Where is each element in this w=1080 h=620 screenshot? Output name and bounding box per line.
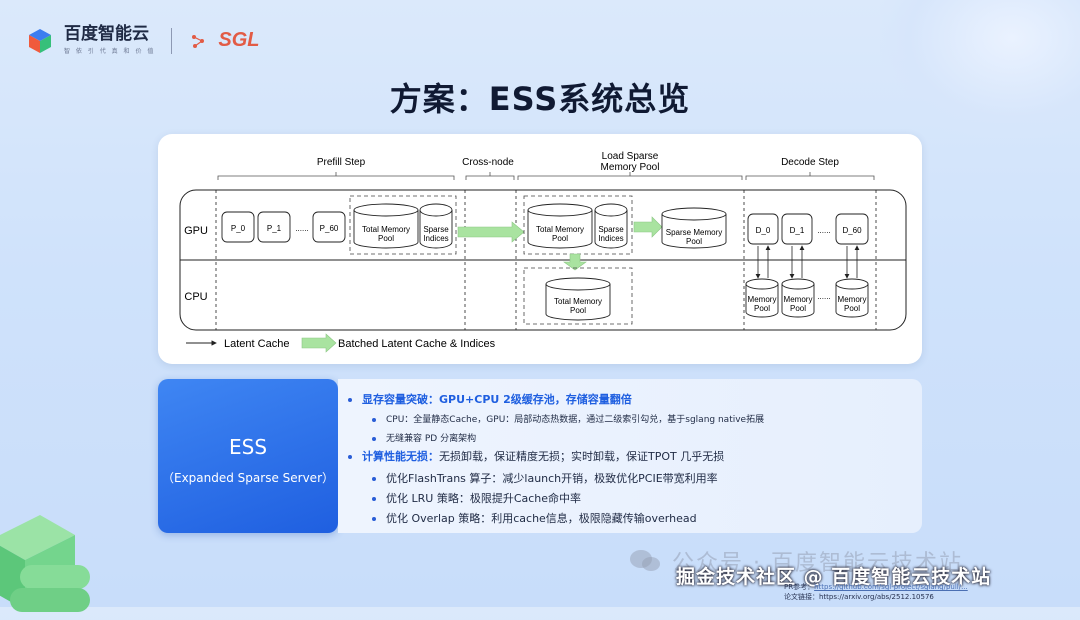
bullet-dot — [372, 497, 376, 501]
sub-bullet-overlap-text: 优化 Overlap 策略：利用cache信息，极限隐藏传输overhead — [386, 512, 697, 525]
cpu-memory-pool-1-label-1: Memory — [784, 295, 813, 304]
bullet-dot — [348, 455, 352, 459]
cross-node-arrow — [457, 221, 525, 243]
prefill-node-p1: P_1 — [267, 224, 282, 233]
prefill-node-p0: P_0 — [231, 224, 246, 233]
sgl-mark-icon — [192, 34, 205, 48]
bullet-dot — [372, 436, 376, 441]
bullet-dot — [372, 417, 376, 422]
bullet-memory-title: 显存容量突破： — [362, 393, 439, 406]
row-label-gpu: GPU — [184, 225, 208, 237]
paper-reference: 论文链接：https://arxiv.org/abs/2512.10576 — [784, 592, 934, 602]
sub-bullet-overlap: 优化 Overlap 策略：利用cache信息，极限隐藏传输overhead — [372, 510, 697, 526]
pr-reference-label: PR参考： — [784, 583, 815, 591]
prefill-node-p60: P_60 — [320, 224, 339, 233]
sub-bullet-pd: 无缝兼容 PD 分离架构 — [372, 431, 476, 444]
bullet-dot — [372, 477, 376, 481]
paper-reference-link[interactable]: https://arxiv.org/abs/2512.10576 — [819, 593, 934, 601]
decode-ellipsis: ...... — [817, 226, 830, 235]
stage-label-load-sparse: Load Sparse — [602, 151, 659, 162]
baidu-cloud-cube-icon — [29, 28, 51, 53]
sgl-logo-text: SGL — [218, 29, 260, 51]
cpu-memory-pool-0-label-2: Pool — [754, 304, 770, 313]
brand-logo: 百度智能云 智 依 引 代 真 和 价 值 SGL — [26, 26, 259, 55]
load-sparse-indices-cylinder: Sparse Indices — [594, 203, 628, 249]
prefill-sparse-label-2: Indices — [423, 234, 448, 243]
bullet-dot — [348, 398, 352, 402]
architecture-diagram: Prefill Step Cross-node Load Sparse Memo… — [179, 151, 907, 353]
juejin-watermark: 掘金技术社区 @ 百度智能云技术站 — [676, 566, 992, 588]
brand-text-block: 百度智能云 智 依 引 代 真 和 价 值 — [64, 24, 156, 56]
decorative-cloud — [880, 0, 1080, 140]
sub-bullet-pd-text: 无缝兼容 PD 分离架构 — [386, 434, 477, 444]
legend-latent-label: Latent Cache — [224, 338, 289, 350]
prefill-total-memory-label-1: Total Memory — [362, 225, 410, 234]
bullet-performance-text: 无损卸载，保证精度无损；实时卸载，保证TPOT 几乎无损 — [439, 450, 725, 463]
ess-card: ESS （Expanded Sparse Server） — [158, 379, 338, 533]
load-sparse-label-2: Indices — [598, 234, 623, 243]
sparse-memory-pool-cylinder: Sparse Memory Pool — [661, 207, 727, 249]
architecture-diagram-card: Prefill Step Cross-node Load Sparse Memo… — [158, 134, 922, 364]
stage-label-decode: Decode Step — [781, 157, 839, 168]
cpu-memory-pool-0: Memory Pool — [745, 278, 779, 318]
brand-name: 百度智能云 — [64, 24, 149, 44]
ess-full-name: （Expanded Sparse Server） — [161, 471, 334, 485]
brand-tagline: 智 依 引 代 真 和 价 值 — [64, 48, 156, 55]
bullet-performance-title: 计算性能无损： — [362, 450, 439, 463]
ess-name: ESS — [228, 435, 268, 459]
sparse-memory-pool-label-2: Pool — [686, 237, 702, 246]
wechat-icon — [630, 550, 660, 571]
prefill-ellipsis: ...... — [295, 224, 308, 233]
load-sparse-label-1: Sparse — [598, 225, 624, 234]
page-title: 方案：ESS系统总览 — [389, 80, 691, 118]
load-total-memory-label-2: Pool — [552, 234, 568, 243]
offload-down-arrow — [563, 253, 587, 271]
pr-reference-link[interactable]: https://github.com/sgl-project/sglang/pu… — [814, 583, 968, 591]
sub-bullet-lru: 优化 LRU 策略：极限提升Cache命中率 — [372, 490, 581, 506]
stage-label-cross-node: Cross-node — [462, 157, 514, 168]
decorative-green-blocks — [0, 515, 90, 612]
bullet-performance: 计算性能无损：无损卸载，保证精度无损；实时卸载，保证TPOT 几乎无损 — [348, 448, 724, 464]
features-card: 显存容量突破：GPU+CPU 2级缓存池，存储容量翻倍 CPU：全量静态Cach… — [338, 379, 922, 533]
bullet-memory-capacity: 显存容量突破：GPU+CPU 2级缓存池，存储容量翻倍 — [348, 391, 632, 407]
bullet-dot — [372, 517, 376, 521]
pr-reference: PR参考：https://github.com/sgl-project/sgla… — [784, 582, 968, 592]
cpu-memory-pool-60: Memory Pool — [835, 278, 869, 318]
legend-batched-label: Batched Latent Cache & Indices — [338, 338, 496, 350]
sub-bullet-cpu-gpu-text: CPU：全量静态Cache，GPU：局部动态热数据，通过二级索引勾兑，基于sgl… — [386, 415, 765, 425]
row-label-cpu: CPU — [184, 291, 207, 303]
cpu-memory-pool-60-label-2: Pool — [844, 304, 860, 313]
prefill-total-memory-pool-cylinder: Total Memory Pool — [353, 203, 419, 249]
legend-batched-arrow — [301, 333, 337, 353]
cpu-total-memory-label-1: Total Memory — [554, 297, 602, 306]
cpu-memory-pool-0-label-1: Memory — [748, 295, 777, 304]
cpu-memory-pool-1-label-2: Pool — [790, 304, 806, 313]
sub-bullet-lru-text: 优化 LRU 策略：极限提升Cache命中率 — [386, 492, 582, 505]
prefill-total-memory-label-2: Pool — [378, 234, 394, 243]
prefill-sparse-label-1: Sparse — [423, 225, 449, 234]
cpu-memory-pool-ellipsis: ...... — [817, 292, 830, 301]
sub-bullet-cpu-gpu: CPU：全量静态Cache，GPU：局部动态热数据，通过二级索引勾兑，基于sgl… — [372, 412, 764, 425]
decode-node-d1: D_1 — [790, 226, 805, 235]
cpu-memory-pool-60-label-1: Memory — [838, 295, 867, 304]
decode-node-d60: D_60 — [842, 226, 862, 235]
logo-divider — [171, 27, 173, 54]
sparse-memory-pool-label-1: Sparse Memory — [666, 228, 722, 237]
load-total-memory-label-1: Total Memory — [536, 225, 584, 234]
stage-label-memory-pool: Memory Pool — [601, 162, 660, 173]
sub-bullet-flashtrans-text: 优化FlashTrans 算子：减少launch开销，极致优化PCIE带宽利用率 — [386, 472, 718, 485]
sub-bullet-flashtrans: 优化FlashTrans 算子：减少launch开销，极致优化PCIE带宽利用率 — [372, 470, 718, 486]
to-sparse-pool-arrow — [633, 216, 663, 238]
paper-reference-label: 论文链接： — [784, 593, 819, 601]
load-total-memory-pool-cylinder: Total Memory Pool — [527, 203, 593, 249]
stage-label-prefill: Prefill Step — [317, 157, 366, 168]
wechat-watermark: 公众号 · 百度智能云技术站 — [672, 551, 963, 576]
decode-node-d0: D_0 — [756, 226, 771, 235]
prefill-sparse-indices-cylinder: Sparse Indices — [419, 203, 453, 249]
cpu-total-memory-pool-cylinder: Total Memory Pool — [545, 277, 611, 321]
cpu-memory-pool-1: Memory Pool — [781, 278, 815, 318]
bullet-memory-text: GPU+CPU 2级缓存池，存储容量翻倍 — [439, 393, 632, 406]
cpu-total-memory-label-2: Pool — [570, 306, 586, 315]
